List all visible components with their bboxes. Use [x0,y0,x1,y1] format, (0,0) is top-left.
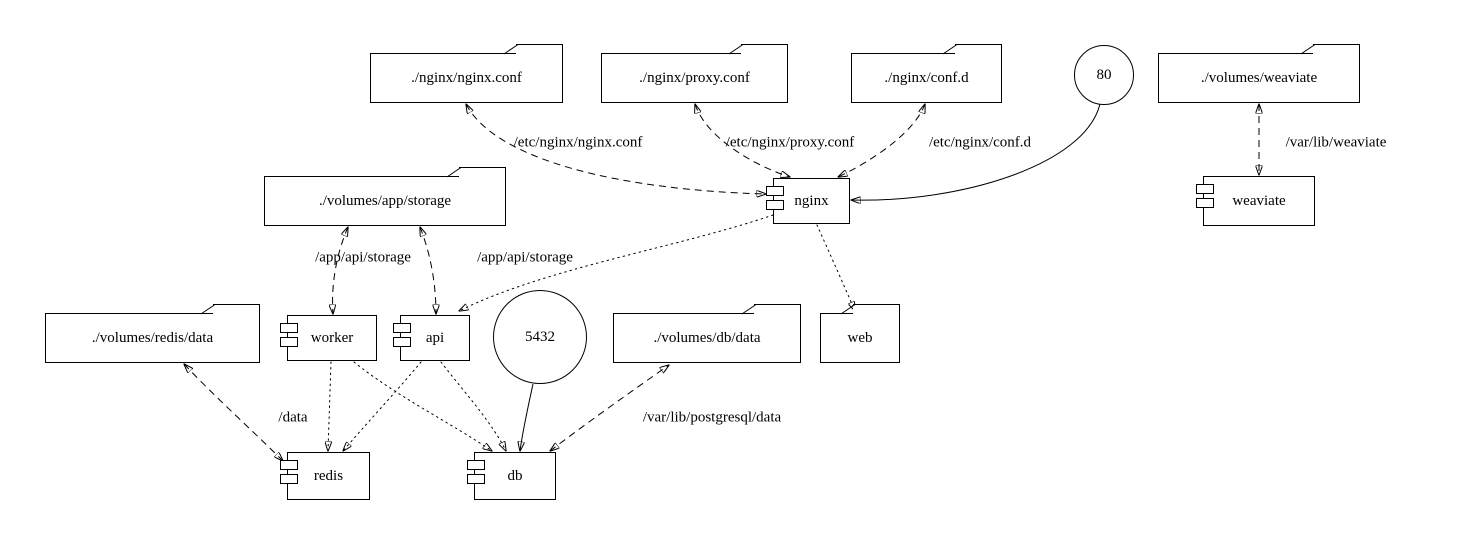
node-label: web [847,329,873,346]
edge-app-storage-vol-to-api [420,227,436,314]
edge-worker-to-redis [328,361,331,451]
edge-worker-to-db [353,361,492,451]
node-service-weaviate: weaviate [1196,176,1315,226]
node-service-api: api [393,315,470,361]
node-web: web [820,304,900,363]
node-volume-nginx-conf: ./nginx/nginx.conf [370,44,563,103]
node-label: nginx [794,192,829,209]
node-service-db: db [467,452,556,500]
edge-label-app-api-storage-api: /app/api/storage [477,249,573,266]
edge-port-5432-to-db [520,383,534,451]
node-label: ./volumes/redis/data [91,329,214,346]
edge-app-storage-vol-to-worker [333,227,348,314]
node-label: 80 [1096,66,1112,83]
edge-nginx-to-web [816,224,855,311]
edge-label-etc-nginx-nginx-conf: /etc/nginx/nginx.conf [513,134,643,151]
node-service-worker: worker [280,315,377,361]
node-volume-confd: ./nginx/conf.d [851,44,1002,103]
node-label: redis [313,467,344,484]
edge-label-etc-nginx-confd: /etc/nginx/conf.d [928,134,1032,151]
node-service-nginx: nginx [766,178,850,224]
node-label: worker [310,329,354,346]
edge-label-etc-nginx-proxy-conf: /etc/nginx/proxy.conf [725,134,855,151]
node-label: weaviate [1232,192,1286,209]
edge-api-to-redis [343,361,422,451]
node-label: ./volumes/weaviate [1200,69,1318,86]
edge-redis-data-vol-to-redis [184,364,283,461]
node-volume-app-storage: ./volumes/app/storage [264,167,506,226]
node-volume-redis-data: ./volumes/redis/data [45,304,260,363]
edge-port-80-to-nginx [851,103,1101,200]
node-service-redis: redis [280,452,370,500]
edge-label-app-api-storage-worker: /app/api/storage [315,249,411,266]
node-label: db [507,467,523,484]
node-volume-proxy-conf: ./nginx/proxy.conf [601,44,788,103]
edge-label-var-lib-postgresql-data: /var/lib/postgresql/data [642,409,782,426]
node-port-5432: 5432 [493,290,587,384]
node-label: ./volumes/app/storage [318,192,452,209]
edge-label-data: /data [278,409,308,426]
node-volume-weaviate: ./volumes/weaviate [1158,44,1360,103]
edge-nginx-conf-vol-to-nginx [466,104,766,194]
node-port-80: 80 [1074,45,1134,105]
edge-nginx-to-api [459,214,774,311]
node-label: ./nginx/proxy.conf [639,69,750,86]
node-volume-db-data: ./volumes/db/data [613,304,801,363]
node-label: ./nginx/conf.d [884,69,969,86]
node-label: 5432 [525,328,555,345]
edge-api-to-db [440,361,506,451]
edge-label-var-lib-weaviate: /var/lib/weaviate [1285,134,1387,151]
edge-db-data-vol-to-db [550,365,669,451]
node-label: api [425,329,445,346]
node-label: ./nginx/nginx.conf [411,69,522,86]
edge-proxy-conf-vol-to-nginx [695,104,790,177]
node-label: ./volumes/db/data [653,329,761,346]
